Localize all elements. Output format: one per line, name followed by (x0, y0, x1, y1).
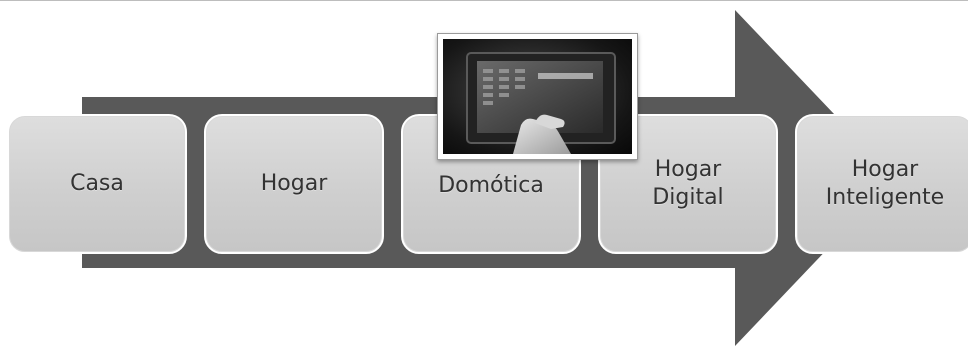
stage-box-casa: Casa (7, 114, 187, 254)
screen-glow (538, 73, 593, 79)
hand-shape (513, 118, 571, 154)
stage-label: Casa (70, 171, 124, 196)
touchscreen-photo (437, 33, 638, 160)
touchscreen-illustration (466, 52, 616, 154)
stage-label: Hogar Inteligente (825, 157, 945, 210)
stage-box-hogar: Hogar (204, 114, 384, 254)
screen-buttons (483, 69, 525, 105)
stage-label: Hogar Digital (652, 157, 724, 210)
finger-shape (535, 114, 565, 129)
stage-label: Domótica (438, 173, 544, 198)
touchscreen-control-panel-photo (443, 39, 632, 154)
stage-box-hogar-inteligente: Hogar Inteligente (795, 114, 968, 254)
stage-label: Hogar (260, 171, 328, 196)
top-border (0, 0, 968, 1)
